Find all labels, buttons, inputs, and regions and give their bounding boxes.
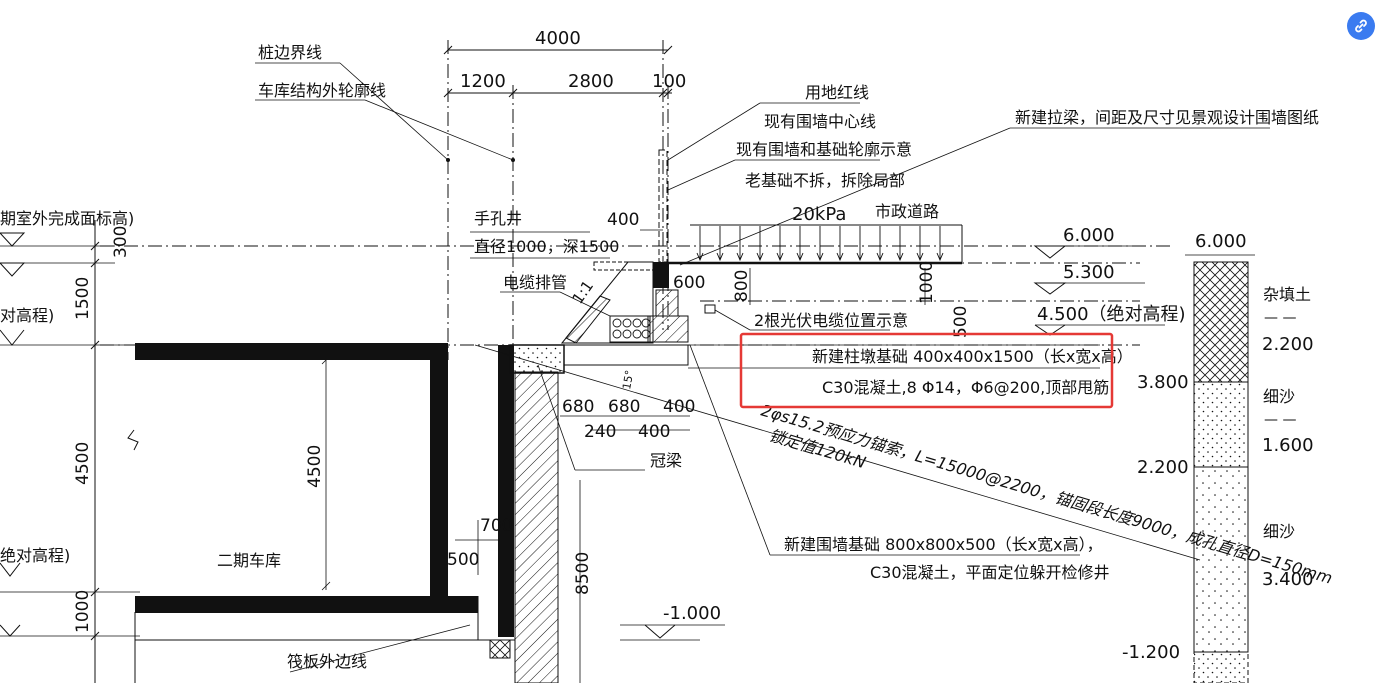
- dim-1000-b: 1000: [917, 261, 937, 304]
- load-arrow: [876, 226, 884, 262]
- soil-fill-bottom: 2.200: [1262, 334, 1314, 355]
- label-load: 20kPa: [792, 204, 846, 225]
- label-garage2: 二期车库: [217, 551, 281, 570]
- dim-400: 400: [607, 210, 639, 230]
- load-arrow: [736, 226, 744, 262]
- label-wall-found: 新建围墙基础 800x800x500（长x宽x高），: [784, 535, 1103, 554]
- dim-680-b: 680: [608, 397, 640, 417]
- dim-500-a: 500: [951, 306, 971, 338]
- label-outdoor-level: 期室外完成面标高): [0, 209, 134, 228]
- retaining-wall: 8500 冠梁 15°: [474, 344, 1201, 683]
- soil-level-minus-1200: -1.200: [1122, 642, 1180, 663]
- link-button[interactable]: [1347, 12, 1375, 40]
- label-pile-boundary: 桩边界线: [258, 43, 322, 62]
- dim-300: 300: [111, 226, 131, 258]
- dim-400-b: 400: [663, 397, 695, 417]
- dim-2800: 2800: [568, 71, 614, 92]
- label-abs-level-2: 绝对高程): [0, 546, 70, 565]
- soil-fill: 杂填土: [1263, 285, 1311, 304]
- label-old-found: 老基础不拆，拆除局部: [745, 171, 905, 190]
- label-garage-outline: 车库结构外轮廓线: [258, 81, 386, 100]
- level-6000: 6.000: [1063, 225, 1115, 246]
- label-land-red-line: 用地红线: [805, 83, 869, 102]
- load-arrow: [696, 226, 704, 262]
- left-dimensions: 300 1500 4500 1000 期室外完成面标高) 对高程) 绝对高程): [0, 209, 140, 683]
- top-dimensions: 4000 1200 2800 100: [443, 28, 686, 98]
- label-raft-edge: 筏板外边线: [287, 652, 367, 671]
- soil-fine-sand: 细沙: [1263, 387, 1295, 406]
- dim-240: 240: [584, 422, 616, 442]
- load-arrow: [896, 226, 904, 262]
- dim-400-c: 400: [638, 422, 670, 442]
- label-abs-level: 对高程): [0, 306, 54, 325]
- soil-level-3800: 3.800: [1137, 372, 1189, 393]
- label-angle: 15°: [620, 369, 636, 390]
- wall-foundation: 400 1:1 600 800 1000 500: [560, 149, 971, 344]
- level-minus-1000: -1.000: [663, 603, 721, 624]
- garage-structure: 4500 二期车库 700 500 筏板外边线: [134, 343, 515, 683]
- dim-4500-inner: 4500: [305, 445, 325, 488]
- label-pier-found: 新建柱墩基础 400x400x1500（长x宽x高）: [812, 347, 1133, 366]
- dim-8500: 8500: [573, 552, 593, 595]
- soil-sand-dash: — —: [1264, 412, 1296, 428]
- soil-sand-value: 1.600: [1262, 435, 1314, 456]
- load-arrow: [716, 226, 724, 262]
- road-load: 20kPa 市政道路: [668, 202, 963, 265]
- load-arrow: [816, 226, 824, 262]
- level-5300: 5.300: [1063, 262, 1115, 283]
- label-hand-well: 手孔井: [474, 209, 522, 228]
- label-wall-found-outline: 现有围墙和基础轮廓示意: [736, 140, 912, 159]
- dim-4000: 4000: [535, 28, 581, 49]
- link-icon: [1355, 19, 1367, 33]
- label-cable-pipe: 电缆排管: [503, 273, 567, 292]
- soil-fine-sand-2: 细沙: [1263, 522, 1295, 541]
- label-hand-well-size: 直径1000，深1500: [474, 237, 619, 256]
- label-road: 市政道路: [875, 202, 939, 221]
- label-pier-concrete: C30混凝土,8 Φ14，Φ6@200,顶部甩筋: [822, 378, 1109, 397]
- dim-680-a: 680: [562, 397, 594, 417]
- dim-1500: 1500: [73, 277, 93, 320]
- load-arrow: [836, 226, 844, 262]
- dim-500: 500: [447, 550, 479, 570]
- level-4500: 4.500（绝对高程): [1037, 304, 1186, 325]
- load-arrow: [856, 226, 864, 262]
- soil-column: 6.000 杂填土 — — 2.200 3.800 细沙 — — 1.600 2…: [1122, 231, 1314, 683]
- dim-800: 800: [732, 270, 752, 302]
- label-crown-beam: 冠梁: [650, 451, 682, 470]
- soil-fill-dash: — —: [1264, 310, 1296, 326]
- dim-4500: 4500: [73, 442, 93, 485]
- label-new-tie-beam: 新建拉梁，间距及尺寸见景观设计围墙图纸: [1015, 108, 1319, 127]
- dim-700: 700: [480, 516, 512, 536]
- load-arrow: [916, 226, 924, 262]
- load-arrow: [936, 226, 944, 262]
- label-pv-cable: 2根光伏电缆位置示意: [754, 311, 908, 330]
- elevation-markers: 6.000 5.300 4.500（绝对高程) -1.000: [620, 225, 1186, 641]
- dim-100: 100: [652, 71, 686, 92]
- soil-level-2200: 2.200: [1137, 457, 1189, 478]
- label-wall-found-concrete: C30混凝土，平面定位躲开检修井: [870, 563, 1110, 582]
- load-arrow: [776, 226, 784, 262]
- load-arrow: [796, 226, 804, 262]
- soil-sand2-value: 3.400: [1262, 569, 1314, 590]
- dim-1000: 1000: [73, 590, 93, 633]
- label-wall-center: 现有围墙中心线: [764, 112, 876, 131]
- highlight-box: [739, 332, 1114, 409]
- soil-top: 6.000: [1195, 231, 1247, 252]
- bottom-dimensions: 680 680 400 240 400: [560, 397, 695, 442]
- dim-1200: 1200: [460, 71, 506, 92]
- dim-600: 600: [673, 273, 705, 293]
